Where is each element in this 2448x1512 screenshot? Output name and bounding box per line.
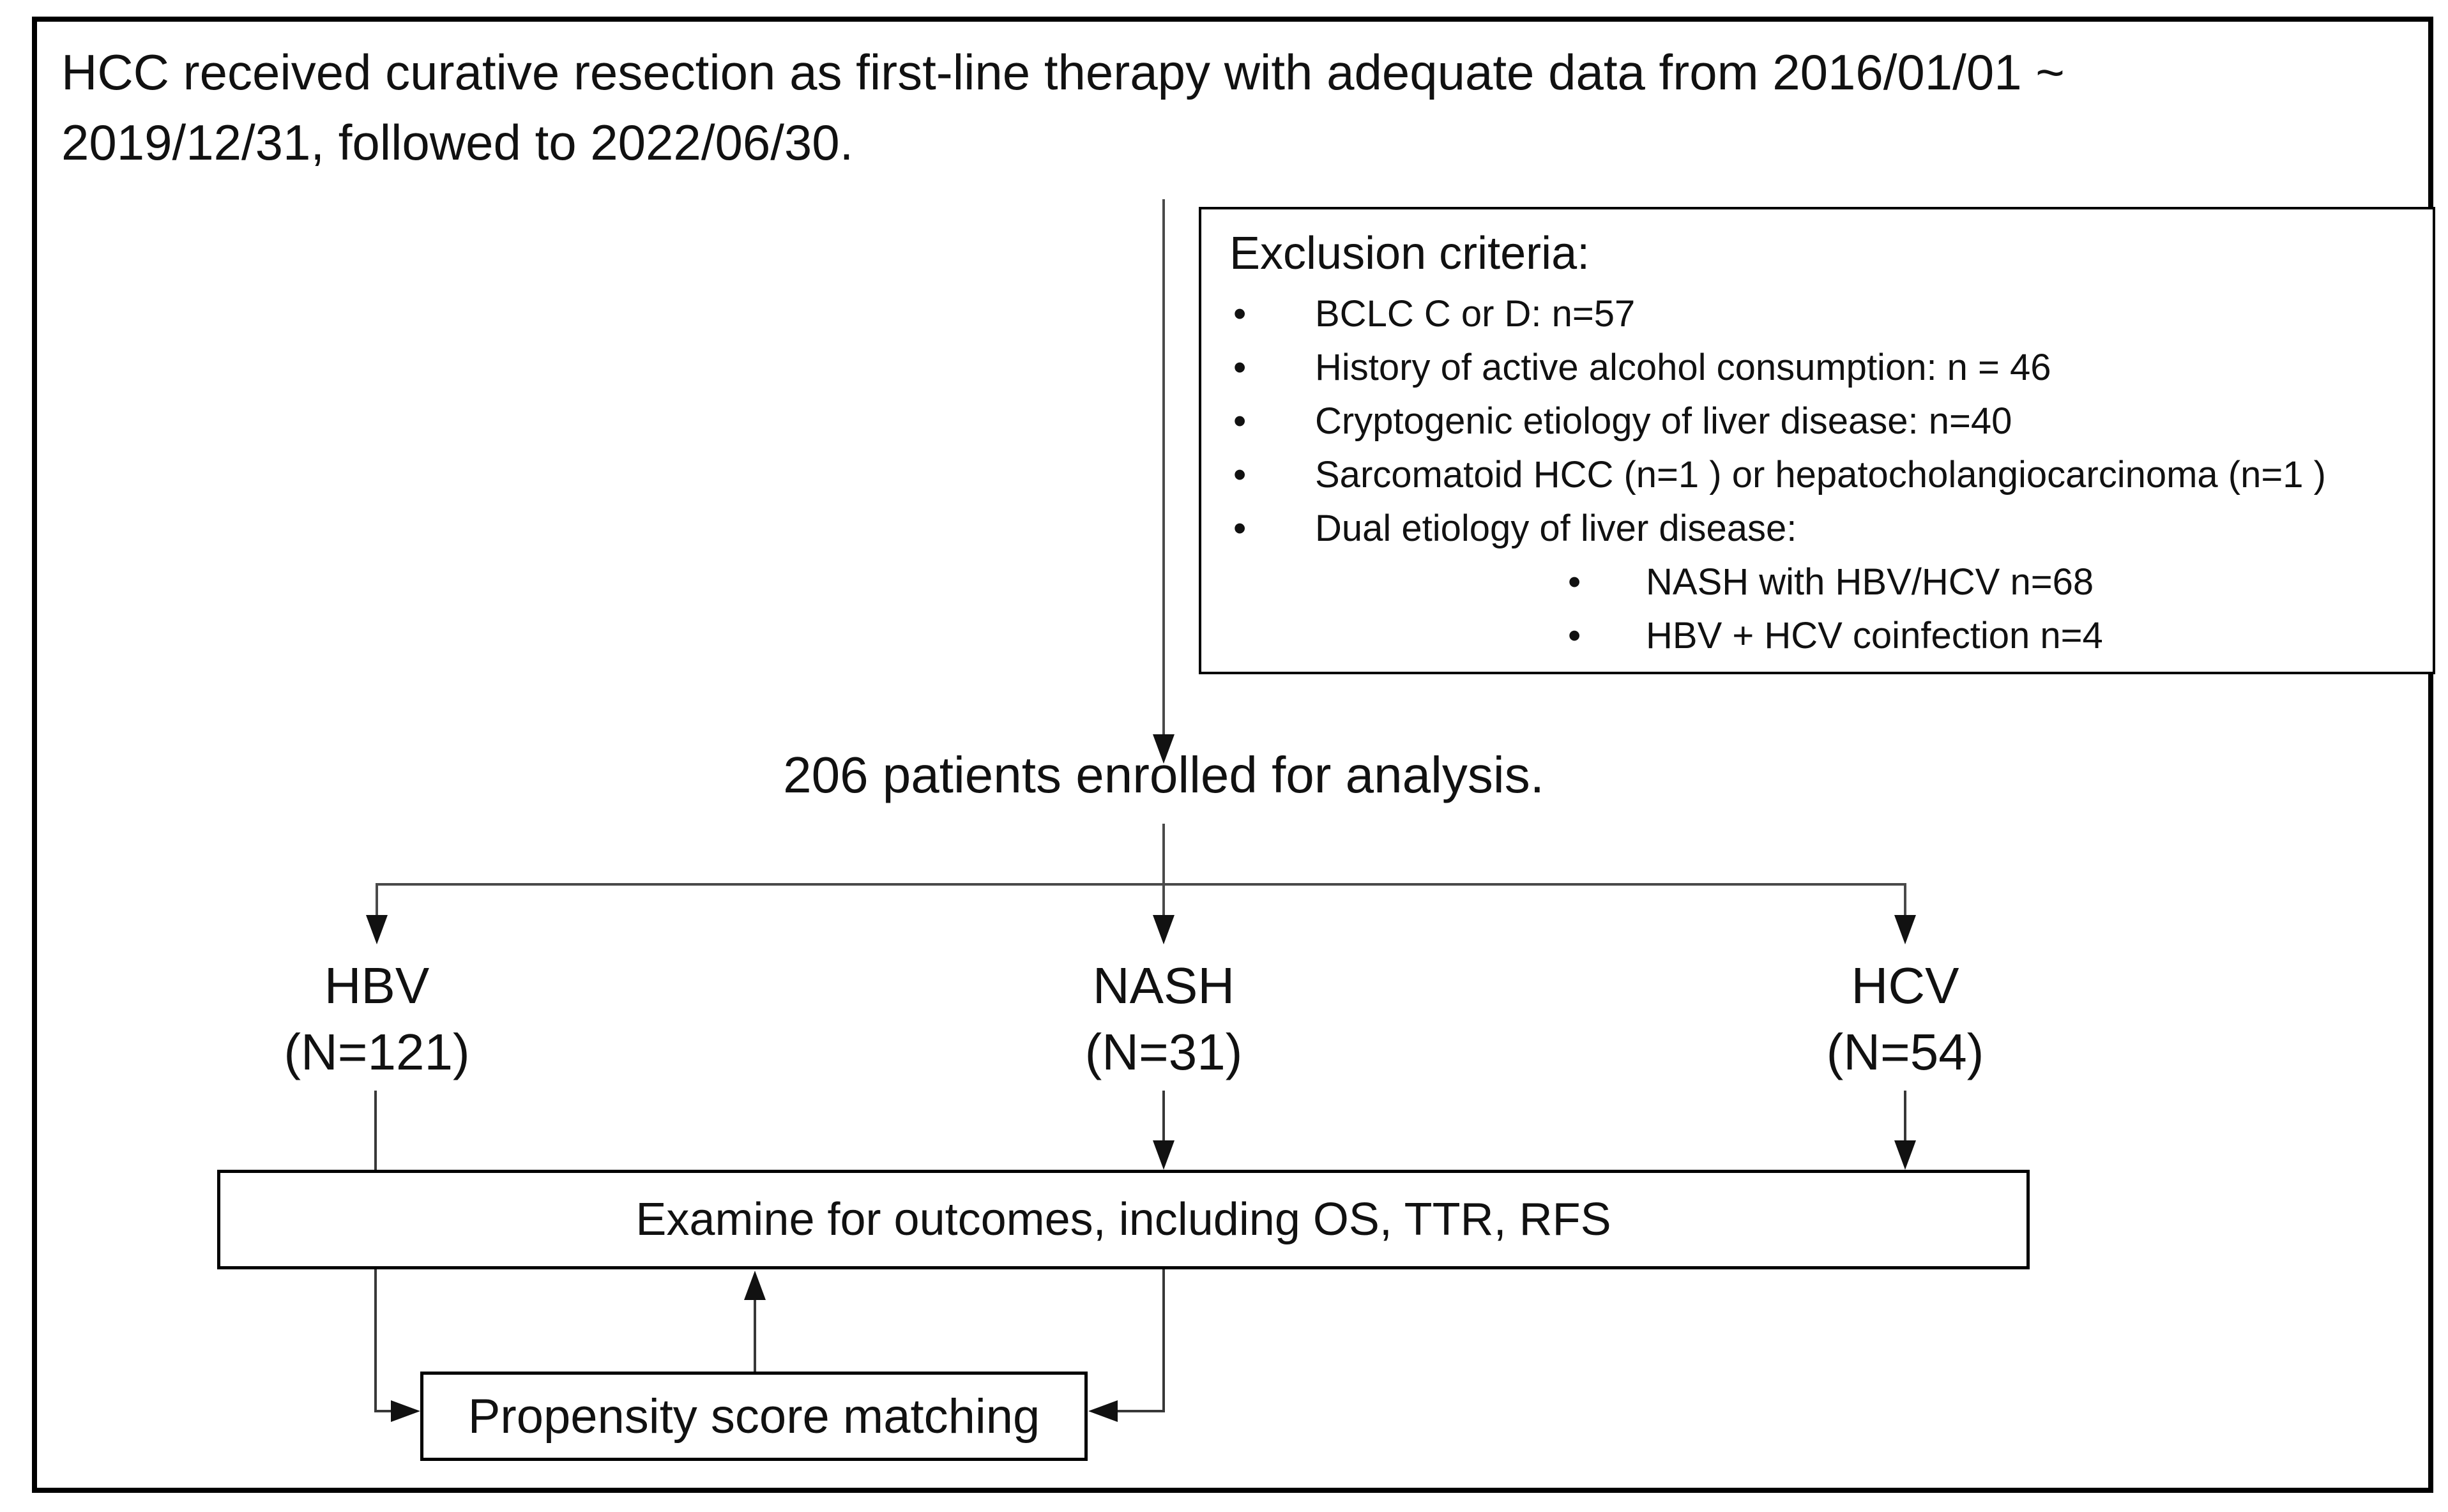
connector-line — [1162, 199, 1165, 734]
exclusion-subitem: HBV + HCV coinfection n=4 — [1568, 609, 2433, 663]
exclusion-header: Exclusion criteria: — [1229, 228, 1590, 279]
outcomes-box: Examine for outcomes, including OS, TTR,… — [217, 1170, 2030, 1269]
study-title-line2: 2019/12/31, followed to 2022/06/30. — [61, 114, 854, 170]
connector-line — [1904, 883, 1906, 915]
study-title: HCC received curative resection as first… — [61, 37, 2373, 178]
arrowhead-up-icon — [744, 1271, 766, 1300]
connector-line — [1162, 883, 1165, 915]
exclusion-item: Dual etiology of liver disease: — [1233, 502, 2433, 556]
exclusion-item: BCLC C or D: n=57 — [1233, 287, 2433, 341]
connector-line — [1118, 1410, 1164, 1412]
arrowhead-down-icon — [1894, 1140, 1916, 1170]
exclusion-item: Cryptogenic etiology of liver disease: n… — [1233, 395, 2433, 448]
connector-enrollment-stem — [1162, 824, 1165, 884]
group-count: (N=54) — [1826, 1024, 1984, 1080]
group-name: HCV — [1851, 957, 1959, 1014]
outcomes-text: Examine for outcomes, including OS, TTR,… — [635, 1194, 1611, 1245]
group-name: HBV — [324, 957, 430, 1014]
matching-box: Propensity score matching — [420, 1372, 1088, 1461]
exclusion-subitem: NASH with HBV/HCV n=68 — [1568, 556, 2433, 609]
matching-text: Propensity score matching — [468, 1389, 1040, 1444]
arrowhead-down-icon — [366, 915, 388, 944]
connector-line — [1904, 1091, 1906, 1140]
group-hcv: HCV (N=54) — [1701, 953, 2110, 1085]
arrowhead-left-icon — [1088, 1400, 1118, 1422]
group-name: NASH — [1092, 957, 1235, 1014]
outer-frame — [32, 17, 2433, 1493]
group-hbv: HBV (N=121) — [172, 953, 581, 1085]
connector-line — [374, 1269, 377, 1412]
arrowhead-down-icon — [1153, 915, 1175, 944]
connector-line — [1162, 1269, 1165, 1412]
connector-line — [754, 1299, 756, 1372]
study-title-line1: HCC received curative resection as first… — [61, 44, 2065, 100]
branch-line — [377, 883, 1906, 886]
connector-line — [376, 883, 378, 915]
connector-line — [1162, 1091, 1165, 1140]
arrowhead-down-icon — [1153, 1140, 1175, 1170]
group-nash: NASH (N=31) — [959, 953, 1368, 1085]
arrowhead-down-icon — [1153, 734, 1175, 764]
arrowhead-down-icon — [1894, 915, 1916, 944]
connector-hbv-to-outcomes — [374, 1091, 377, 1170]
group-count: (N=31) — [1084, 1024, 1243, 1080]
arrowhead-right-icon — [391, 1400, 420, 1422]
connector-line — [374, 1410, 392, 1412]
exclusion-box: Exclusion criteria: BCLC C or D: n=57 Hi… — [1199, 207, 2435, 674]
exclusion-item: Sarcomatoid HCC (n=1 ) or hepatocholangi… — [1233, 448, 2433, 502]
group-count: (N=121) — [284, 1024, 470, 1080]
exclusion-item: History of active alcohol consumption: n… — [1233, 341, 2433, 395]
enrollment-text: 206 patients enrolled for analysis. — [783, 746, 1544, 803]
